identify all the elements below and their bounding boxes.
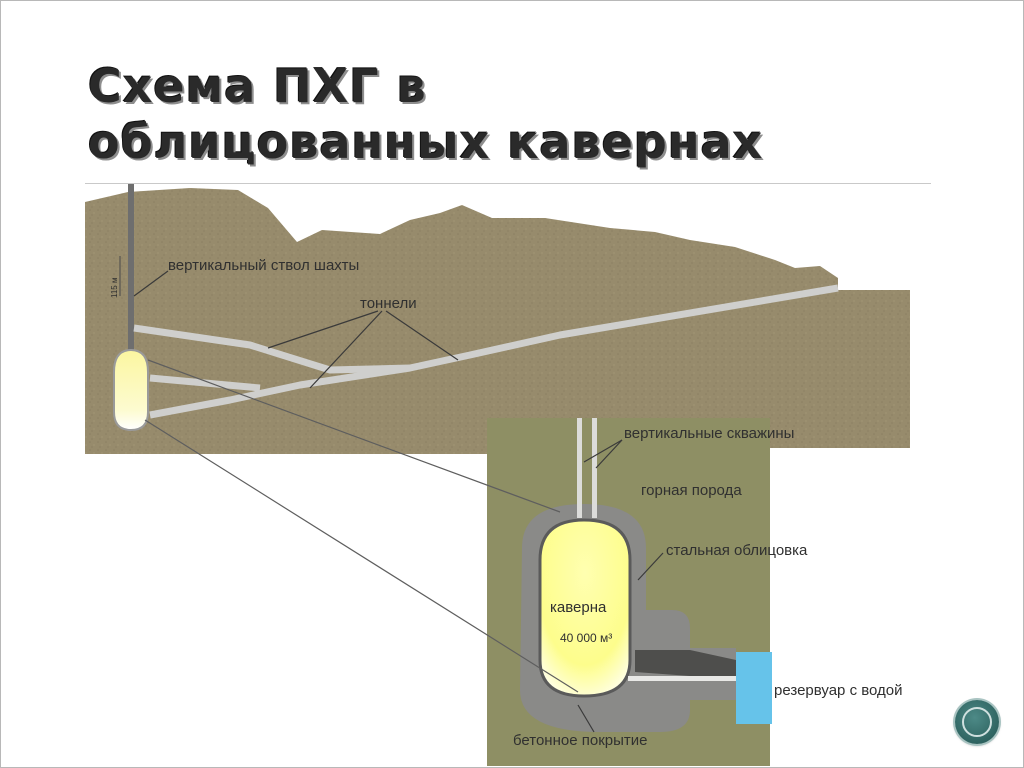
title-line-2: облицованных кавернах bbox=[88, 115, 764, 169]
leader-lines bbox=[133, 270, 664, 733]
cavern-volume-label: 40 000 м³ bbox=[560, 631, 612, 645]
rock-label: горная порода bbox=[641, 482, 742, 499]
water-reservoir bbox=[736, 652, 772, 724]
vertical-shaft bbox=[128, 184, 134, 354]
small-cavern bbox=[113, 348, 149, 432]
depth-mark-label: 115 м bbox=[110, 278, 119, 298]
large-cavern bbox=[538, 518, 632, 698]
ground-massif bbox=[85, 188, 910, 454]
concrete-label: бетонное покрытие bbox=[513, 732, 647, 749]
outlet-pipe bbox=[628, 676, 736, 681]
slide-title: Схема ПХГ в облицованных кавернах bbox=[88, 58, 888, 170]
steel-lining-label: стальная облицовка bbox=[666, 542, 808, 559]
steel-lining-drift bbox=[635, 650, 736, 676]
vertical-boreholes bbox=[577, 418, 597, 518]
shaft-label: вертикальный ствол шахты bbox=[168, 257, 359, 274]
slide-nav-button[interactable] bbox=[955, 700, 999, 744]
title-divider bbox=[85, 183, 931, 184]
zoom-connectors bbox=[144, 359, 579, 693]
cavern-label: каверна bbox=[550, 599, 607, 616]
title-line-1: Схема ПХГ в bbox=[88, 59, 427, 113]
circle-nav-icon bbox=[962, 707, 992, 737]
boreholes-label: вертикальные скважины bbox=[624, 425, 794, 442]
tunnel-system bbox=[133, 284, 839, 419]
tunnels-label: тоннели bbox=[360, 295, 417, 312]
water-reservoir-label: резервуар с водой bbox=[774, 682, 903, 699]
